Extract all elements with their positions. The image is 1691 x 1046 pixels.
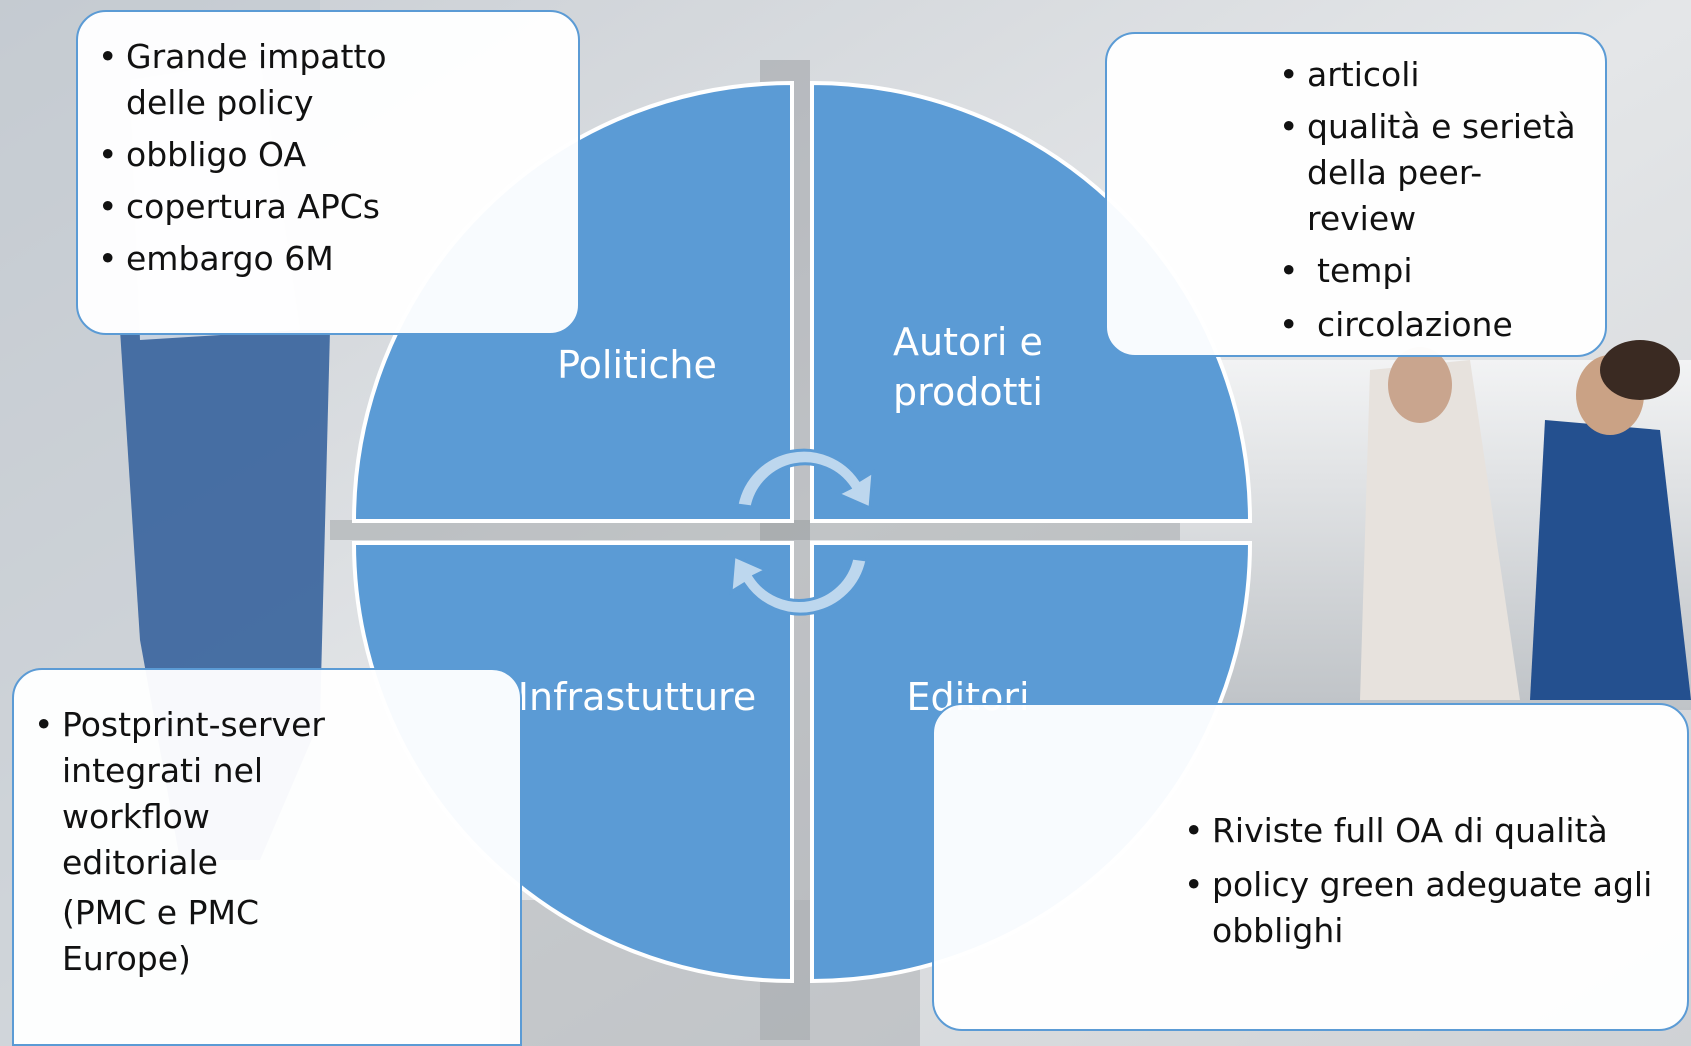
quadrant-label-autori: Autori e prodotti bbox=[893, 317, 1043, 417]
list-item: della peer- bbox=[1307, 153, 1483, 192]
list-item: workflow bbox=[62, 797, 210, 836]
list-item: articoli bbox=[1279, 52, 1595, 98]
list-item: Postprint-server bbox=[34, 702, 510, 748]
list-item: tempi bbox=[1279, 248, 1595, 294]
list-item: circolazione bbox=[1279, 302, 1595, 348]
list-item: qualità e serietà bbox=[1279, 104, 1595, 150]
list-item: editoriale bbox=[62, 843, 218, 882]
box-editori: Riviste full OA di qualità policy green … bbox=[932, 703, 1689, 1031]
quadrant-label-infrastrutture: Infrastutture bbox=[517, 675, 757, 719]
box-infrastrutture: Postprint-server integrati nel workflow … bbox=[12, 668, 522, 1046]
list-item: integrati nel bbox=[62, 751, 264, 790]
quadrant-label-autori-line2: prodotti bbox=[893, 370, 1043, 414]
list-item: Grande impatto bbox=[98, 34, 558, 80]
list-item: obblighi bbox=[1212, 911, 1344, 950]
list-item: (PMC e PMC bbox=[62, 893, 259, 932]
cycle-arrows-icon bbox=[729, 448, 875, 616]
list-item: policy green adeguate agli bbox=[1184, 862, 1677, 908]
list-item: obbligo OA bbox=[98, 132, 558, 178]
list-item: delle policy bbox=[126, 83, 314, 122]
list-item: review bbox=[1307, 199, 1417, 238]
list-item: embargo 6M bbox=[98, 236, 558, 282]
quadrant-label-politiche: Politiche bbox=[557, 343, 717, 387]
list-item: Europe) bbox=[62, 939, 191, 978]
box-autori-prodotti: articoli qualità e serietà della peer- r… bbox=[1105, 32, 1607, 357]
quadrant-label-autori-line1: Autori e bbox=[893, 320, 1043, 364]
list-item: Riviste full OA di qualità bbox=[1184, 808, 1677, 854]
box-politiche: Grande impatto delle policy obbligo OA c… bbox=[76, 10, 580, 335]
list-item: copertura APCs bbox=[98, 184, 558, 230]
